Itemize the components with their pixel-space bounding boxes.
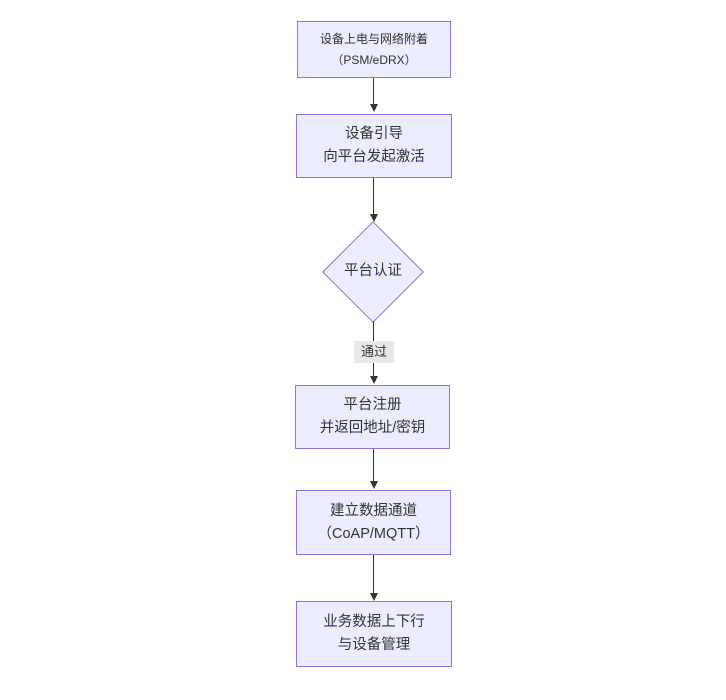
node-business-data-mgmt: 业务数据上下行 与设备管理 (296, 601, 452, 667)
edge-label-pass: 通过 (354, 341, 394, 363)
node-label-line: （CoAP/MQTT） (317, 525, 430, 542)
node-label-line: （PSM/eDRX） (331, 52, 417, 67)
node-bootstrap-activate: 设备引导 向平台发起激活 (296, 114, 452, 178)
node-label-line: 设备引导 (345, 126, 403, 142)
edge-line (373, 78, 374, 104)
arrowhead-icon (370, 104, 378, 112)
node-platform-register: 平台注册 并返回地址/密钥 (295, 385, 450, 449)
decision-label: 平台认证 (344, 263, 402, 279)
edge-line (373, 178, 374, 214)
arrowhead-icon (370, 214, 378, 222)
edge-line (373, 555, 374, 593)
node-power-network-attach: 设备上电与网络附着 （PSM/eDRX） (297, 21, 451, 78)
node-label-line: 向平台发起激活 (323, 149, 425, 165)
node-label-line: 建立数据通道 (330, 502, 417, 519)
arrowhead-icon (370, 481, 378, 489)
node-label-line: 业务数据上下行 (323, 614, 425, 630)
node-data-channel: 建立数据通道 （CoAP/MQTT） (296, 490, 451, 555)
arrowhead-icon (370, 376, 378, 384)
node-label-line: 设备上电与网络附着 (319, 31, 428, 46)
node-label-line: 与设备管理 (337, 637, 411, 653)
node-label-line: 并返回地址/密钥 (319, 420, 426, 436)
node-label-line: 平台注册 (343, 397, 402, 413)
edge-line (373, 449, 374, 481)
arrowhead-icon (370, 593, 378, 601)
